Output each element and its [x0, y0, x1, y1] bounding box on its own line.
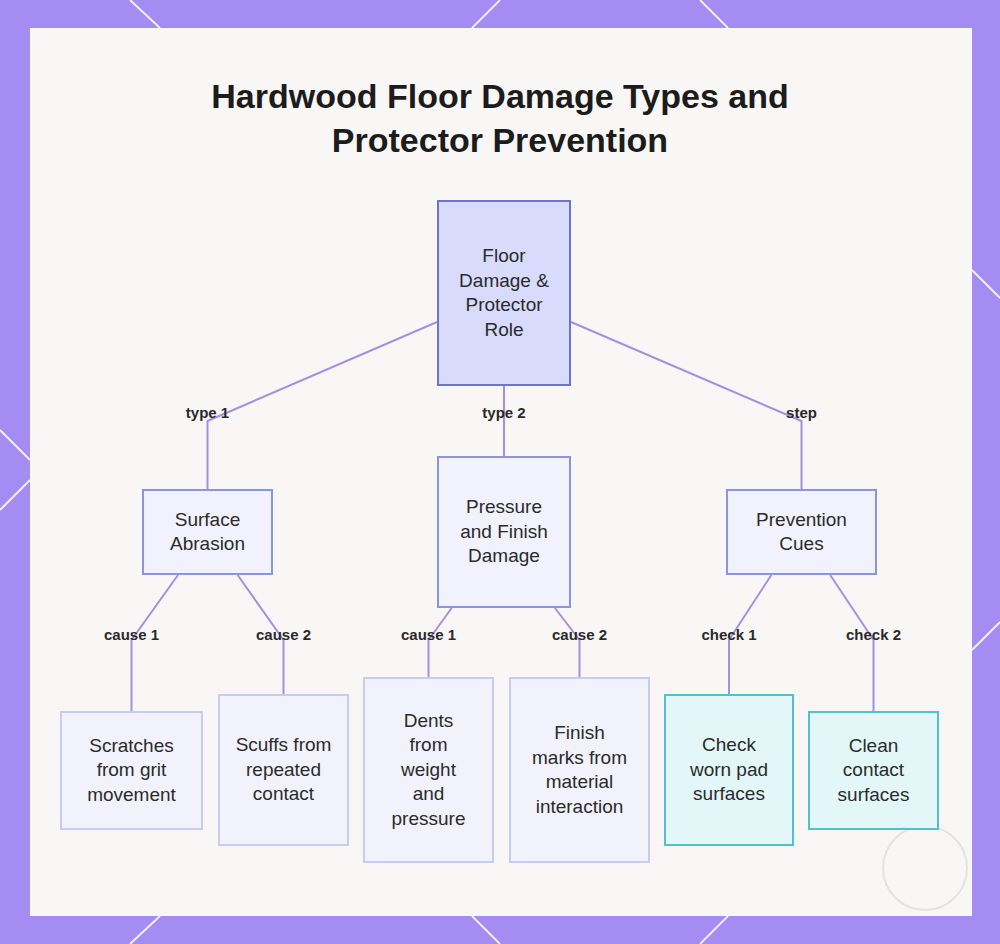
connector — [503, 386, 505, 456]
connector — [429, 608, 452, 677]
node-text: Scuffs from repeated contact — [234, 733, 333, 807]
cause-box: Scuffs from repeated contact — [218, 694, 349, 846]
category-box: Prevention Cues — [726, 489, 877, 575]
edge-label: cause 2 — [552, 626, 607, 643]
decor-line — [972, 622, 1000, 650]
check-box: Clean contact surfaces — [808, 711, 939, 830]
edge-label: cause 1 — [104, 626, 159, 643]
cause-box: Scratches from grit movement — [60, 711, 203, 830]
connector — [132, 575, 179, 711]
decor-line — [130, 916, 160, 944]
connector — [571, 322, 802, 489]
node-text: Prevention Cues — [740, 508, 863, 557]
edge-label: cause 2 — [256, 626, 311, 643]
connector — [830, 575, 873, 711]
node-text: Pressure and Finish Damage — [451, 495, 557, 569]
connector — [208, 322, 438, 489]
node-text: Floor Damage & Protector Role — [451, 244, 557, 342]
decor-line — [972, 270, 1000, 298]
connector — [555, 608, 580, 677]
decor-line — [130, 0, 160, 28]
edge-label: cause 1 — [401, 626, 456, 643]
decor-line — [0, 480, 30, 510]
edge-label: type 1 — [186, 404, 229, 421]
node-text: Surface Abrasion — [156, 508, 259, 557]
check-box: Check worn pad surfaces — [664, 694, 794, 846]
node-text: Dents from weight and pressure — [383, 709, 474, 832]
edge-label: check 2 — [846, 626, 901, 643]
node-text: Scratches from grit movement — [74, 734, 189, 808]
edge-label: check 1 — [701, 626, 756, 643]
category-box: Pressure and Finish Damage — [437, 456, 571, 608]
logo-mark — [883, 826, 967, 910]
category-box: Surface Abrasion — [142, 489, 273, 575]
decor-line — [0, 430, 30, 460]
node-text: Clean contact surfaces — [822, 734, 925, 808]
node-text: Finish marks from material interaction — [527, 721, 632, 819]
node-text: Check worn pad surfaces — [682, 733, 776, 807]
decor-line — [700, 0, 728, 28]
cause-box: Dents from weight and pressure — [363, 677, 494, 863]
panel — [30, 28, 972, 916]
decor-line — [472, 916, 500, 944]
diagram-title: Hardwood Floor Damage Types and Protecto… — [190, 74, 810, 162]
edge-label: step — [786, 404, 817, 421]
cause-box: Finish marks from material interaction — [509, 677, 650, 863]
decor-line — [700, 916, 728, 944]
decor-line — [472, 0, 500, 28]
edge-label: type 2 — [482, 404, 525, 421]
root-box: Floor Damage & Protector Role — [437, 200, 571, 386]
